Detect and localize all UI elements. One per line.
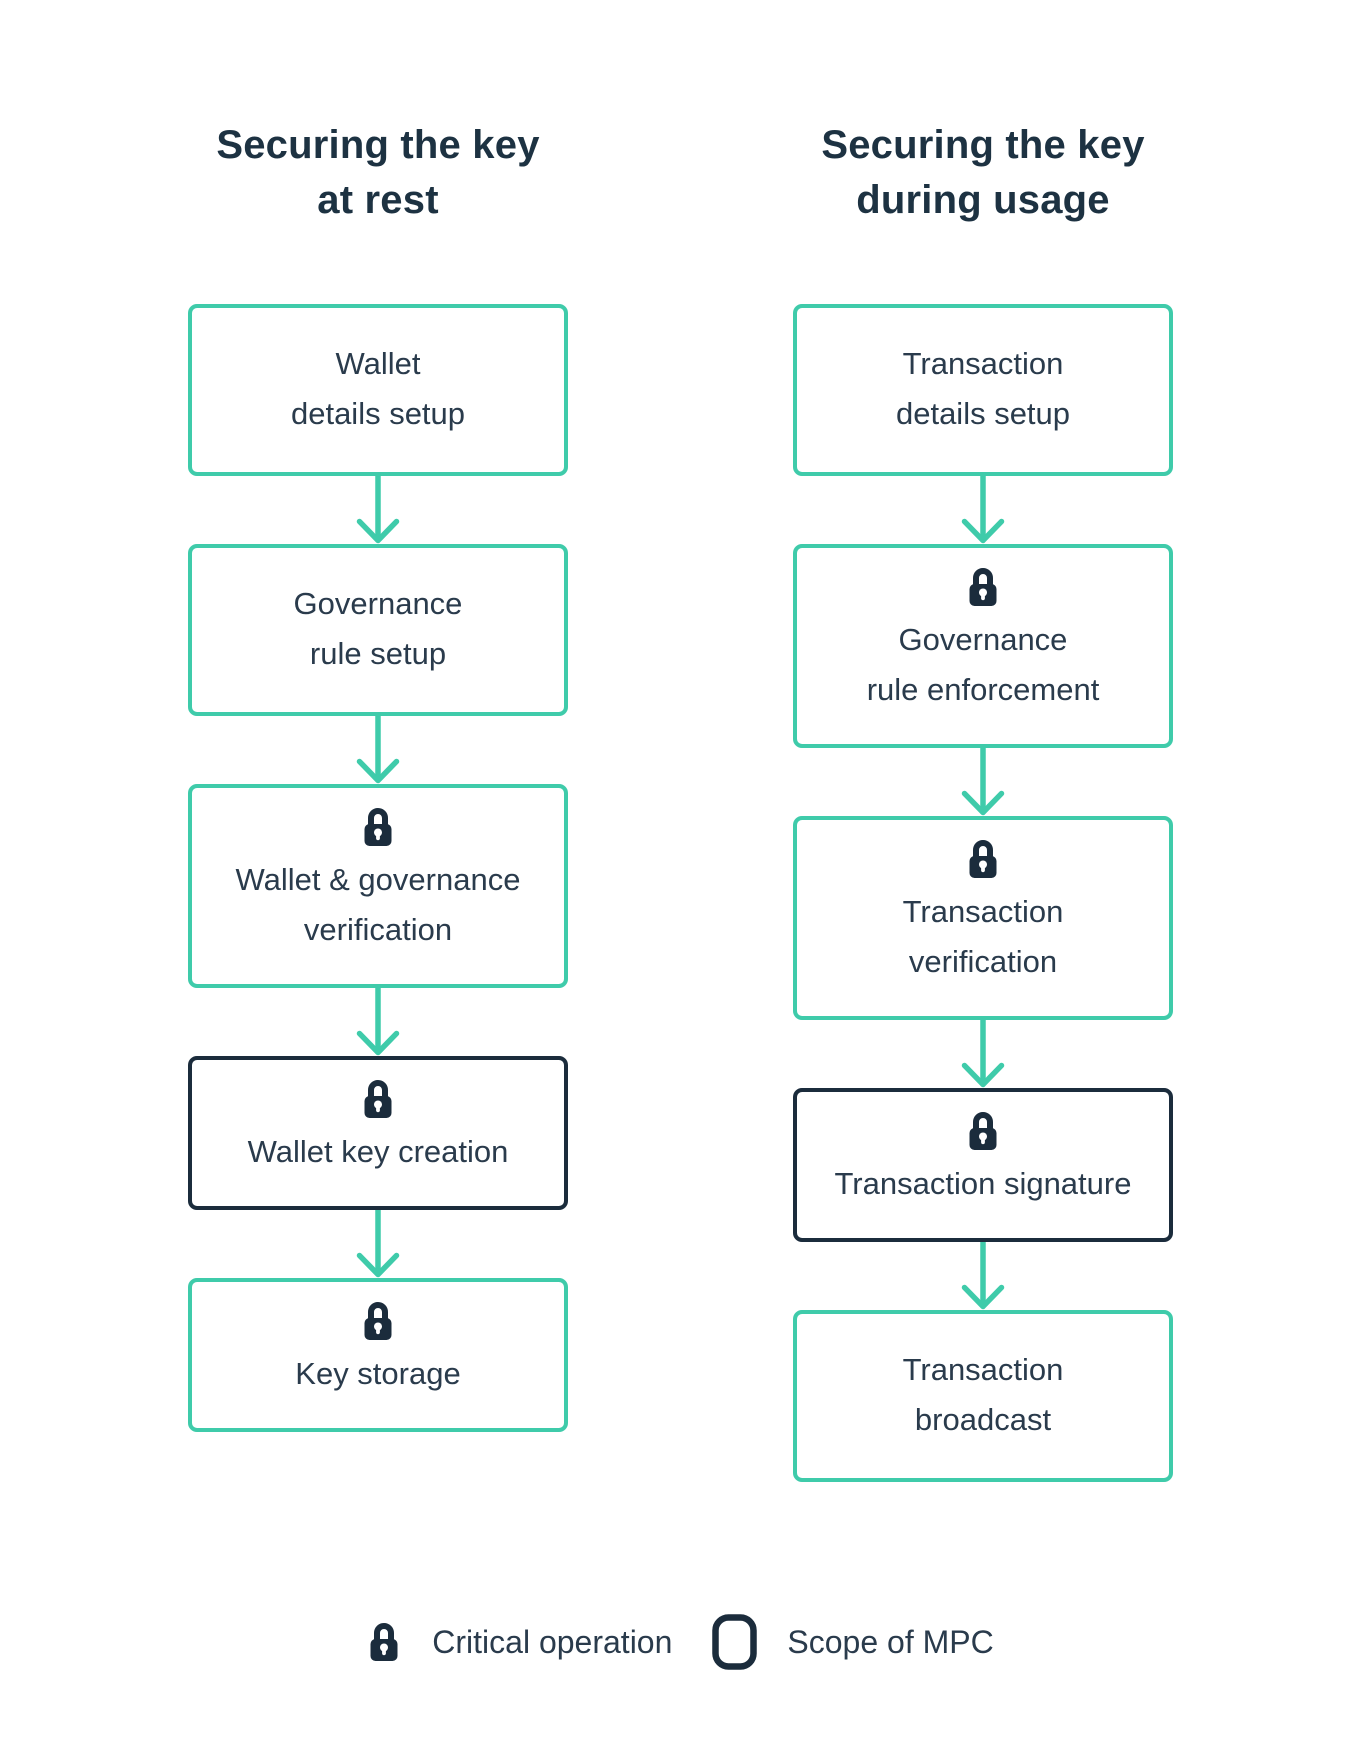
legend-item-critical-operation: Critical operation	[366, 1620, 672, 1664]
step-box-transaction-signature: Transaction signature	[793, 1088, 1173, 1243]
arrow-down-icon	[355, 716, 401, 784]
step-box-governance-rule-enforcement: Governance rule enforcement	[793, 544, 1173, 749]
column-at-rest-title: Securing the key at rest	[188, 118, 568, 228]
step-label: rule enforcement	[866, 672, 1100, 708]
step-label: Transaction	[902, 346, 1064, 382]
legend-item-scope-of-mpc: Scope of MPC	[712, 1614, 994, 1671]
step-label: Transaction	[902, 1352, 1064, 1388]
step-label: Key storage	[295, 1356, 461, 1392]
column-at-rest: Securing the key at rest Wallet details …	[188, 118, 568, 1482]
arrow-down-icon	[960, 476, 1006, 544]
step-label: Governance	[293, 586, 463, 622]
lock-icon	[965, 1109, 1001, 1153]
legend: Critical operation Scope of MPC	[0, 1614, 1360, 1671]
step-label: Governance	[898, 622, 1068, 658]
step-label: details setup	[895, 396, 1071, 432]
step-box-key-storage: Key storage	[188, 1278, 568, 1433]
lock-icon	[360, 805, 396, 849]
legend-label: Critical operation	[432, 1623, 673, 1660]
title-line: Securing the key	[216, 123, 540, 167]
arrow-down-icon	[355, 1210, 401, 1278]
title-line: at rest	[317, 178, 439, 223]
step-label: Wallet & governance	[235, 862, 521, 898]
step-box-transaction-verification: Transaction verification	[793, 816, 1173, 1021]
lock-icon	[965, 837, 1001, 881]
step-box-governance-rule-setup: Governance rule setup	[188, 544, 568, 717]
arrow-down-icon	[960, 748, 1006, 816]
step-label: Transaction signature	[834, 1166, 1132, 1202]
step-label: details setup	[290, 396, 466, 432]
lock-icon	[965, 565, 1001, 609]
step-box-wallet-governance-verification: Wallet & governance verification	[188, 784, 568, 989]
title-line: Securing the key	[821, 123, 1145, 167]
column-during-usage: Securing the key during usage Transactio…	[793, 118, 1173, 1483]
step-label: rule setup	[309, 636, 447, 672]
step-box-wallet-details-setup: Wallet details setup	[188, 304, 568, 477]
step-box-transaction-details-setup: Transaction details setup	[793, 304, 1173, 477]
arrow-down-icon	[960, 1242, 1006, 1310]
title-line: during usage	[856, 178, 1110, 223]
step-label: Wallet	[335, 346, 421, 382]
column-during-usage-title: Securing the key during usage	[793, 118, 1173, 228]
lock-icon	[366, 1620, 402, 1664]
flowchart-columns: Securing the key at rest Wallet details …	[188, 118, 1173, 1483]
lock-icon	[360, 1077, 396, 1121]
flow-during-usage: Transaction details setup Governance rul…	[793, 304, 1173, 1483]
arrow-down-icon	[960, 1020, 1006, 1088]
step-label: broadcast	[914, 1402, 1052, 1438]
arrow-down-icon	[355, 988, 401, 1056]
mpc-scope-icon	[712, 1614, 758, 1671]
step-label: verification	[908, 944, 1058, 980]
step-label: verification	[303, 912, 453, 948]
lock-icon	[360, 1299, 396, 1343]
flow-at-rest: Wallet details setup Governance rule set…	[188, 304, 568, 1433]
step-label: Wallet key creation	[247, 1134, 509, 1170]
step-box-transaction-broadcast: Transaction broadcast	[793, 1310, 1173, 1483]
legend-label: Scope of MPC	[787, 1623, 994, 1660]
step-box-wallet-key-creation: Wallet key creation	[188, 1056, 568, 1211]
arrow-down-icon	[355, 476, 401, 544]
step-label: Transaction	[902, 894, 1064, 930]
